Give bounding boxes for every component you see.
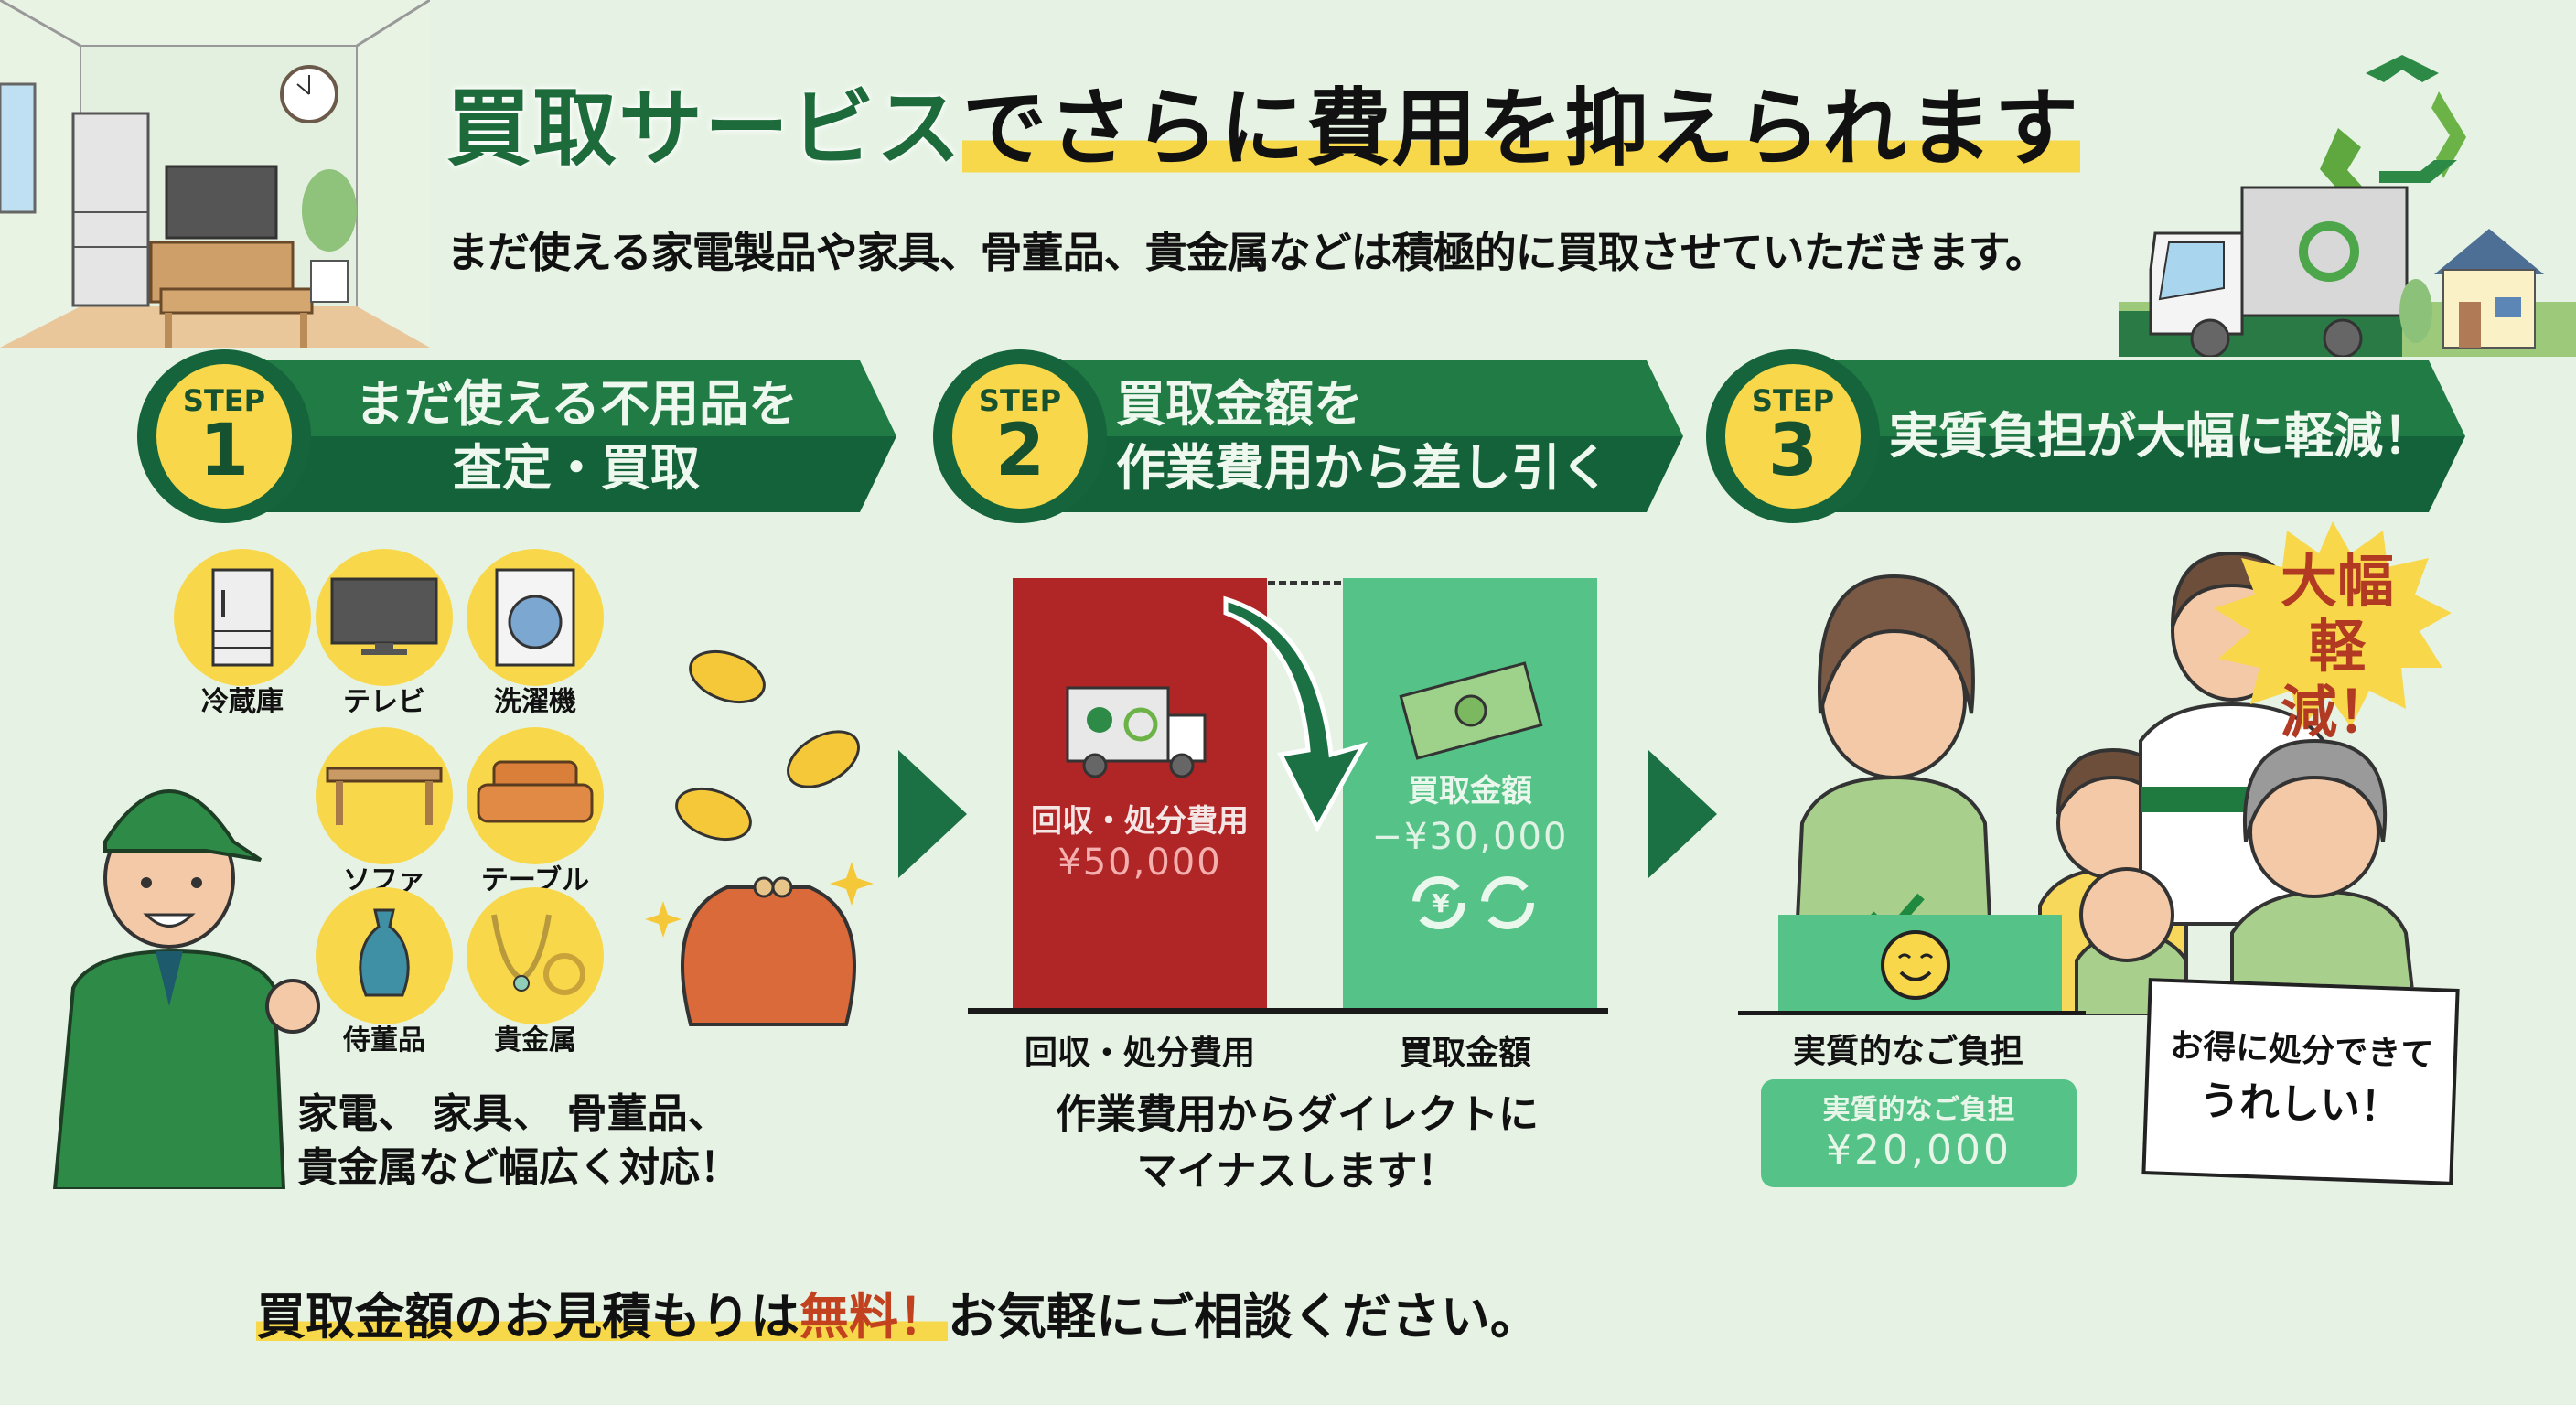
cost-bar: 回収・処分費用 ¥50,000 (1013, 578, 1267, 1008)
free-highlight: 無料！ (800, 1288, 948, 1346)
recycle-truck-illustration (2119, 55, 2576, 357)
title-highlight-green: 買取サービス (446, 80, 963, 177)
item-washing-machine: 洗濯機 (467, 549, 604, 719)
exchange-cycle-icon: ¥ (1412, 876, 1534, 929)
buyback-bar-value: −¥30,000 (1371, 816, 1569, 858)
jewelry-icon (491, 914, 585, 995)
truck-icon (1066, 686, 1207, 778)
page-title: 買取サービスでさらに費用を抑えられます (446, 80, 2081, 177)
living-room-illustration (0, 0, 430, 348)
burden-axis-label: 実質的なご負担 (1793, 1033, 2024, 1070)
burden-bar (1778, 915, 2062, 1011)
title-rest: でさらに費用を抑えられます (962, 80, 2081, 177)
dashed-line (1268, 581, 1341, 585)
refrigerator-icon (211, 568, 274, 667)
vase-icon (359, 908, 410, 997)
recycle-icon (2320, 55, 2466, 210)
step-2-caption: 作業費用からダイレクトに マイナスします！ (1056, 1091, 1539, 1195)
happy-sign: お得に処分できて うれしい！ (2141, 978, 2460, 1185)
chart-baseline (968, 1008, 1608, 1014)
cost-bar-value: ¥50,000 (1057, 842, 1222, 884)
axis-label-buyback: 買取金額 (1400, 1035, 1532, 1072)
coins-purse-illustration (645, 649, 874, 1026)
step-2-banner: STEP 2 買取金額を 作業費用から差し引く (933, 349, 1683, 523)
next-arrow-icon (1648, 750, 1717, 878)
subtract-arrow-icon (1223, 595, 1368, 832)
burden-card-value: ¥20,000 (1826, 1127, 2012, 1174)
burst-text: 大幅 軽減！ (2280, 548, 2394, 745)
item-table: ソファ (316, 727, 453, 897)
buyback-bar: 買取金額 −¥30,000 ¥ (1343, 578, 1597, 1008)
item-antique: 侍董品 (316, 887, 453, 1057)
item-precious-metals: 貴金属 (467, 887, 604, 1057)
step-2-text: 買取金額を 作業費用から差し引く (1116, 374, 1610, 497)
tv-icon (330, 577, 438, 655)
washing-machine-icon (495, 568, 575, 667)
svg-text:¥: ¥ (1432, 888, 1450, 918)
step-3-banner: STEP 3 実質負担が大幅に軽減！ (1706, 349, 2465, 523)
item-tv: テレビ (316, 549, 453, 719)
buyback-bar-title: 買取金額 (1408, 773, 1532, 810)
next-arrow-icon (898, 750, 967, 878)
sofa-icon (477, 760, 594, 823)
step-2-badge: STEP 2 (933, 349, 1107, 523)
step-3-badge: STEP 3 (1706, 349, 1880, 523)
cost-bar-title: 回収・処分費用 (1031, 803, 1249, 840)
starburst-icon (2214, 521, 2452, 730)
burden-card: 実質的なご負担 ¥20,000 (1761, 1079, 2077, 1187)
step-3-text: 実質負担が大幅に軽減！ (1889, 406, 2432, 465)
worker-illustration (52, 789, 320, 1189)
axis-label-cost: 回収・処分費用 (1025, 1035, 1256, 1072)
cash-icon (1399, 661, 1543, 760)
burden-card-title: 実質的なご負担 (1822, 1094, 2015, 1126)
step-1-badge: STEP 1 (137, 349, 311, 523)
item-sofa: テーブル (467, 727, 604, 897)
page-subtitle: まだ使える家電製品や家具、骨董品、貴金属などは積極的に買取させていただきます。 (446, 228, 2047, 277)
step-1-caption: 家電、 家具、 骨董品、 貴金属など幅広く対応！ (297, 1090, 740, 1192)
burden-baseline (1738, 1011, 2086, 1015)
step-1-text: まだ使える不用品を 査定・買取 (354, 374, 799, 497)
footer-cta: 買取金額のお見積もりは無料！お気軽にご相談ください。 (256, 1288, 1540, 1346)
smiley-icon (1881, 930, 1950, 1000)
step-1-banner: STEP 1 まだ使える不用品を 査定・買取 (137, 349, 896, 523)
item-refrigerator: 冷蔵庫 (174, 549, 311, 719)
table-icon (326, 767, 443, 825)
